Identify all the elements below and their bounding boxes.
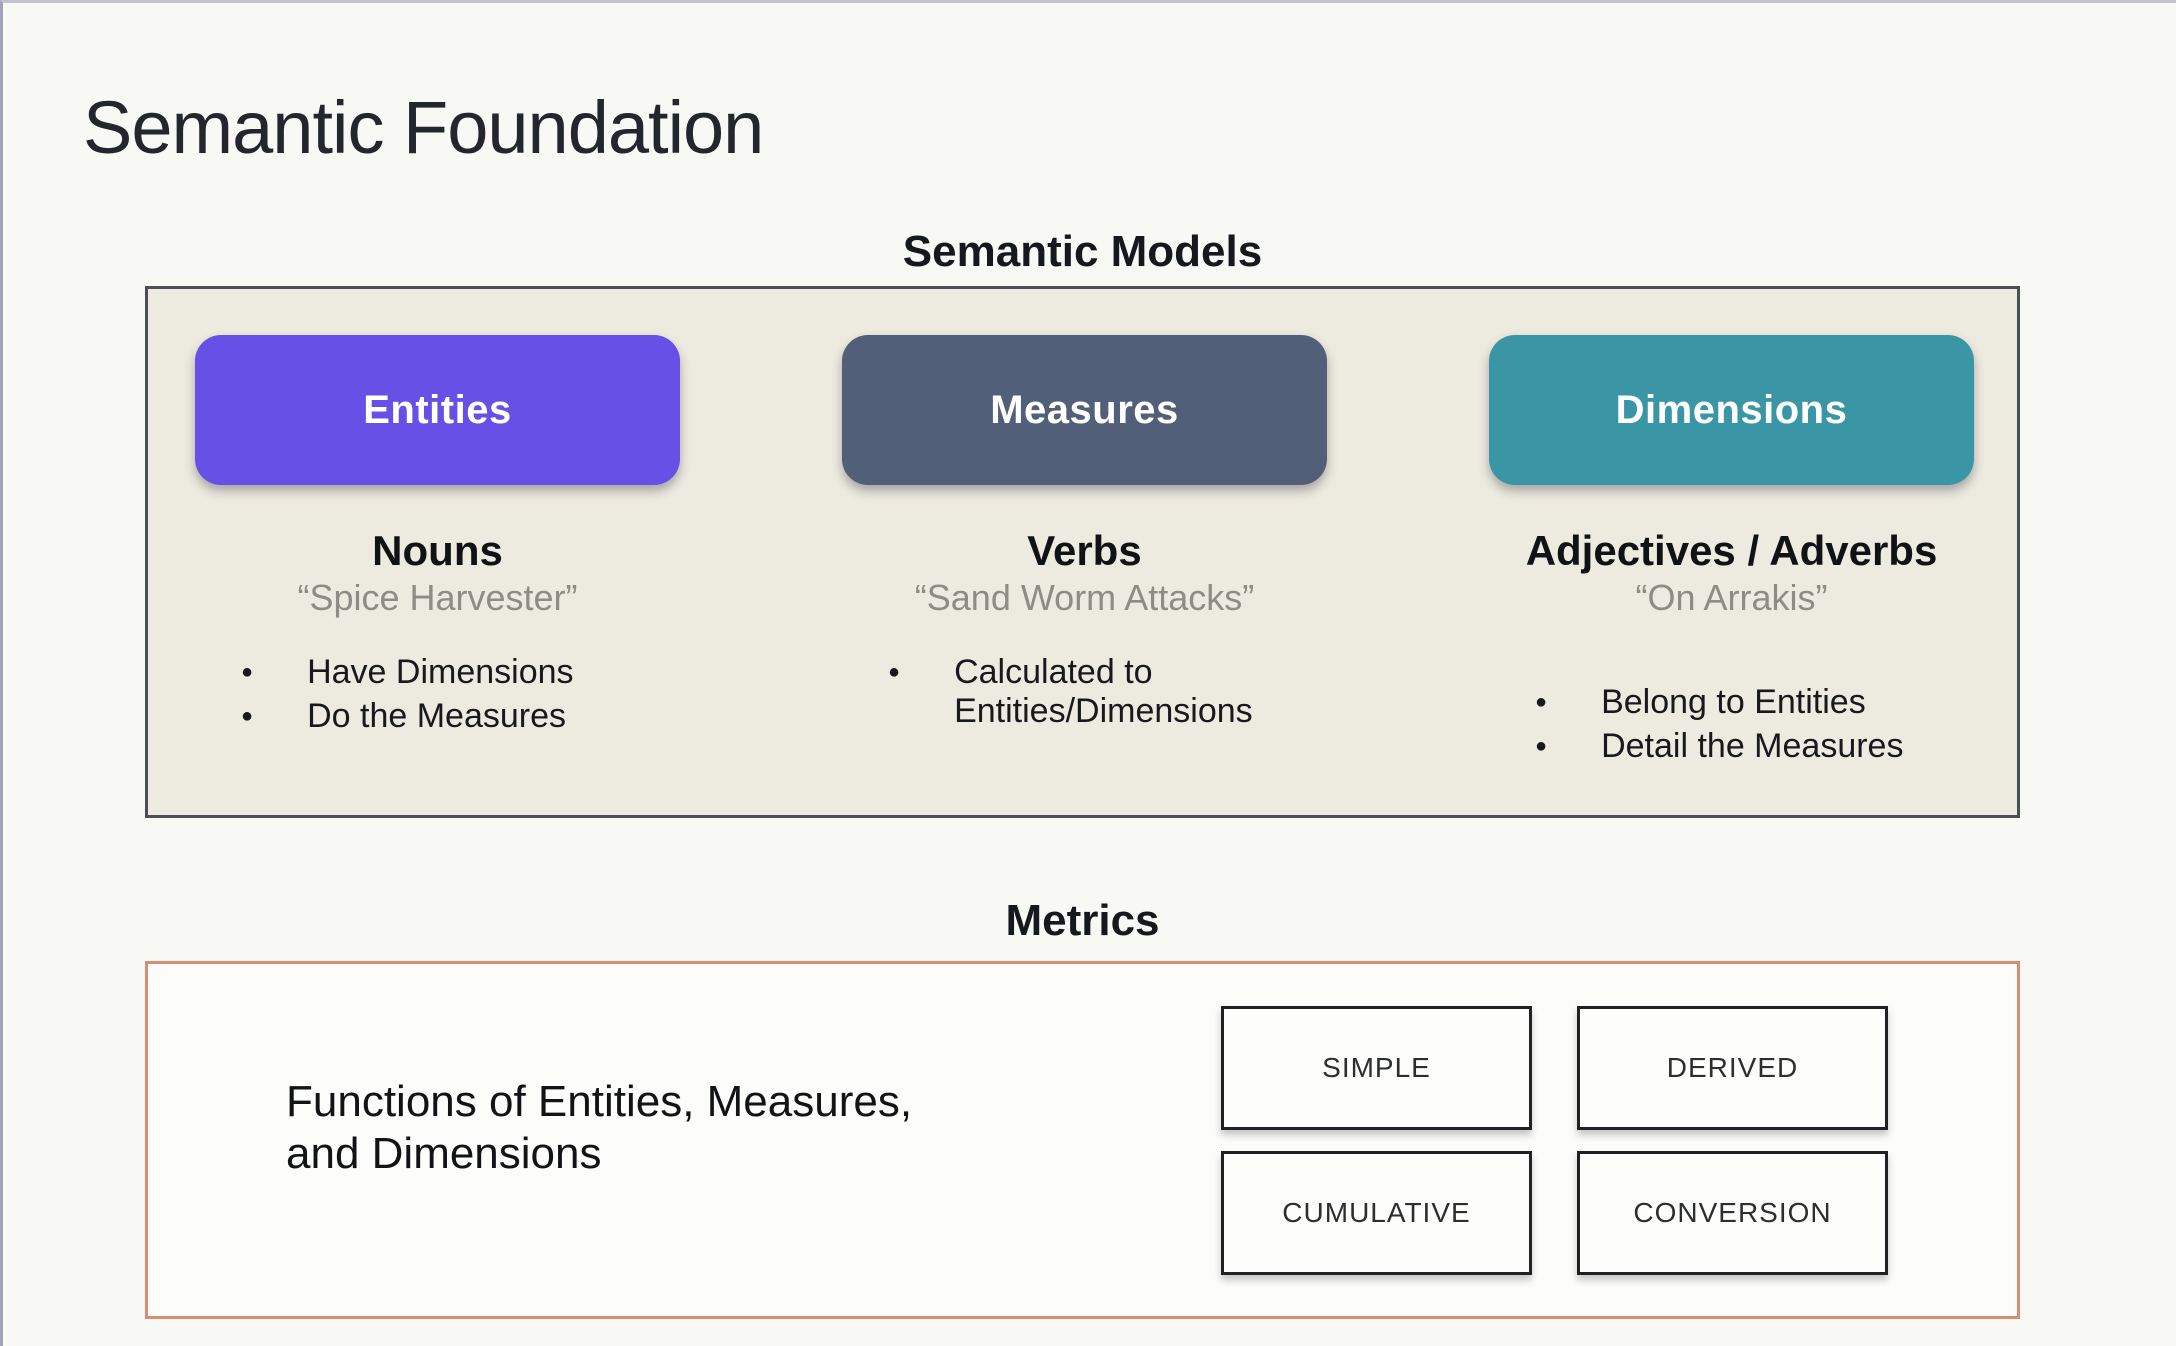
bullet-text: Belong to Entities [1601, 683, 1866, 721]
semantic-models-box: Entities Nouns “Spice Harvester” ● Have … [145, 286, 2020, 818]
bullet-icon: ● [1535, 735, 1548, 758]
dimensions-heading: Adjectives / Adverbs [1525, 527, 1938, 574]
entities-pill: Entities [195, 335, 680, 485]
bullet-item: ● Do the Measures [241, 697, 680, 736]
metric-card-simple: SIMPLE [1221, 1006, 1532, 1130]
semantic-models-heading: Semantic Models [902, 227, 1263, 276]
bullet-text: Do the Measures [307, 697, 566, 736]
metric-card-derived: DERIVED [1577, 1006, 1888, 1130]
measures-heading: Verbs [1027, 527, 1142, 574]
entities-bullet-list: ● Have Dimensions ● Do the Measures [195, 653, 680, 736]
dimensions-pill: Dimensions [1489, 335, 1974, 485]
bullet-icon: ● [1535, 691, 1548, 713]
dimensions-quote: “On Arrakis” [1635, 577, 1828, 618]
bullet-item: ● Belong to Entities [1535, 683, 1974, 722]
slide-title: Semantic Foundation [83, 86, 764, 169]
bullet-text: Detail the Measures [1601, 727, 1904, 766]
metric-card-conversion: CONVERSION [1577, 1151, 1888, 1275]
entities-heading: Nouns [372, 527, 503, 574]
measures-pill: Measures [842, 335, 1327, 485]
metric-card-cumulative: CUMULATIVE [1221, 1151, 1532, 1275]
bullet-item: ● Have Dimensions [241, 653, 680, 692]
bullet-item: ● Calculated to Entities/Dimensions [888, 653, 1327, 731]
metrics-box: Functions of Entities, Measures, and Dim… [145, 961, 2020, 1319]
metric-cards-grid: SIMPLE DERIVED CUMULATIVE CONVERSION [1221, 1006, 1888, 1275]
metrics-description: Functions of Entities, Measures, and Dim… [286, 1077, 913, 1178]
bullet-text: Calculated to Entities/Dimensions [954, 653, 1253, 731]
measures-quote: “Sand Worm Attacks” [914, 577, 1255, 618]
measures-bullet-list: ● Calculated to Entities/Dimensions [842, 653, 1327, 731]
metrics-heading: Metrics [1005, 896, 1160, 945]
entities-quote: “Spice Harvester” [297, 577, 578, 618]
bullet-text: Have Dimensions [307, 653, 574, 691]
bullet-icon: ● [888, 661, 901, 683]
measures-column: Measures Verbs “Sand Worm Attacks” ● Cal… [842, 335, 1327, 815]
dimensions-bullet-list: ● Belong to Entities ● Detail the Measur… [1489, 683, 1974, 766]
bullet-icon: ● [241, 661, 254, 683]
bullet-item: ● Detail the Measures [1535, 727, 1974, 766]
entities-column: Entities Nouns “Spice Harvester” ● Have … [195, 335, 680, 815]
bullet-icon: ● [241, 705, 254, 728]
dimensions-column: Dimensions Adjectives / Adverbs “On Arra… [1489, 335, 1974, 815]
